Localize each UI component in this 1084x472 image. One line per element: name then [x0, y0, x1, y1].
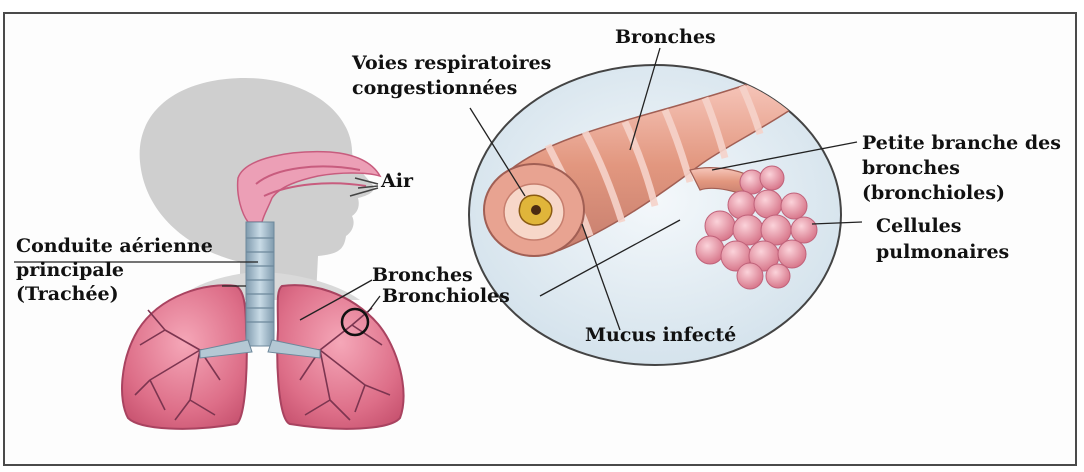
trachea — [246, 222, 274, 346]
label-main-airway-line2: principale — [16, 259, 124, 282]
label-mucus: Mucus infecté — [585, 324, 736, 347]
label-main-airway-line1: Conduite aérienne — [16, 235, 213, 258]
label-bronches-left: Bronches — [372, 264, 473, 287]
label-bronchioles-left: Bronchioles — [382, 285, 510, 308]
label-bronches-top: Bronches — [615, 26, 716, 49]
label-air: Air — [381, 170, 413, 193]
label-main-airway-line3: (Trachée) — [16, 283, 119, 306]
label-small-branch-line1: Petite branche des — [862, 132, 1061, 155]
label-cells-line2: pulmonaires — [876, 241, 1009, 264]
label-congested-line2: congestionnées — [352, 77, 517, 100]
mucus-core — [531, 205, 541, 215]
label-congested-line1: Voies respiratoires — [352, 52, 551, 75]
label-cells-line1: Cellules — [876, 215, 961, 238]
label-small-branch-line3: (bronchioles) — [862, 182, 1005, 205]
label-small-branch-line2: bronches — [862, 157, 960, 180]
